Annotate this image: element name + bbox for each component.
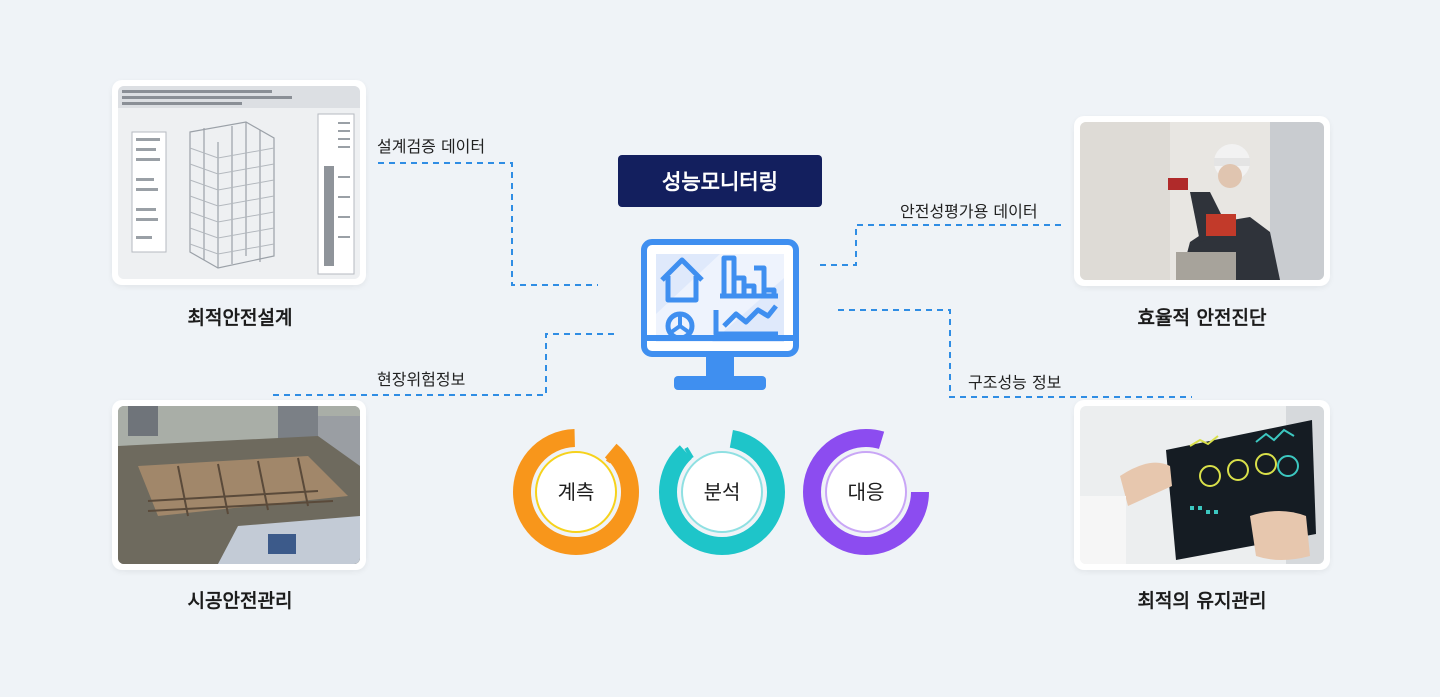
worker-inspection-image (1080, 122, 1324, 280)
monitor-dashboard-icon (641, 239, 799, 390)
center-title-badge: 성능모니터링 (618, 155, 822, 207)
ring-measure: 계측 (512, 428, 640, 556)
inspection-caption: 효율적 안전진단 (1137, 307, 1267, 329)
flow-label-structure-info: 구조성능 정보 (968, 373, 1062, 392)
construction-site-image (118, 406, 360, 564)
ring-analysis-label: 분석 (704, 480, 741, 504)
connector-safety (820, 224, 1064, 266)
inspection-image-card (1074, 116, 1330, 286)
maintenance-image-card (1074, 400, 1330, 570)
tablet-dashboard-image (1080, 406, 1324, 564)
flow-label-site-risk: 현장위험정보 (377, 370, 466, 389)
structural-analysis-image (118, 86, 360, 279)
flow-label-design-data: 설계검증 데이터 (377, 137, 486, 156)
ring-response-label: 대응 (848, 480, 885, 504)
ring-measure-label: 계측 (558, 480, 595, 504)
design-image-card (112, 80, 366, 285)
ring-measure-graphic: 계측 (513, 429, 639, 555)
ring-analysis: 분석 (658, 428, 786, 556)
construction-caption: 시공안전관리 (187, 590, 293, 612)
connector-structure (838, 309, 1192, 398)
connector-site-risk (272, 333, 614, 396)
maintenance-caption: 최적의 유지관리 (1137, 590, 1267, 612)
ring-analysis-graphic: 분석 (659, 428, 785, 555)
ring-response-graphic: 대응 (803, 429, 929, 555)
construction-image-card (112, 400, 366, 570)
design-caption: 최적안전설계 (187, 307, 293, 329)
flow-label-safety-data: 안전성평가용 데이터 (900, 202, 1038, 221)
ring-response: 대응 (802, 428, 930, 556)
connector-design (378, 162, 598, 286)
